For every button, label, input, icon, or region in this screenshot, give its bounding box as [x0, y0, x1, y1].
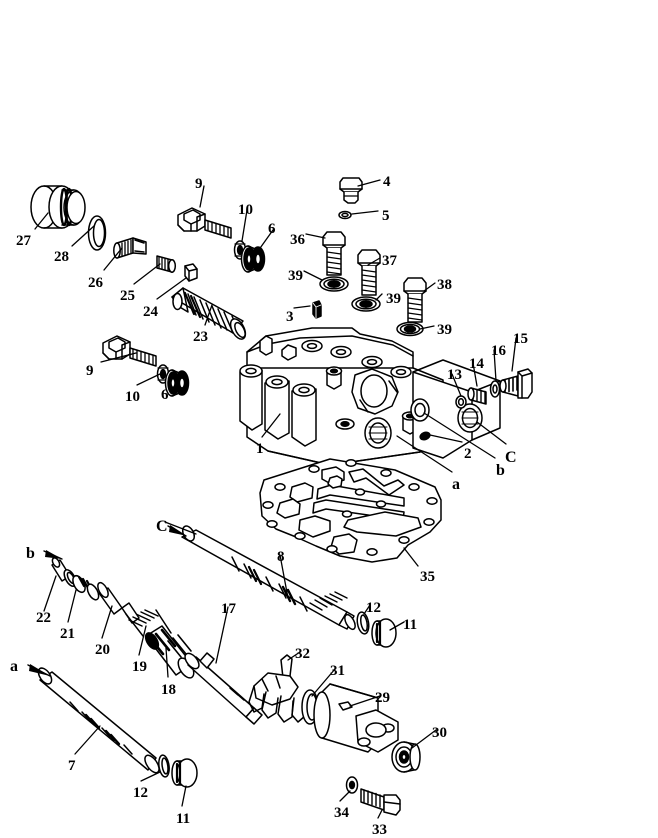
- part-25-retainer: [156, 255, 177, 273]
- callout-a: a: [452, 476, 460, 493]
- part-13-oring: [455, 395, 467, 409]
- part-35-gasket: [259, 458, 442, 563]
- callout-38: 38: [437, 277, 452, 293]
- callout-5: 5: [382, 208, 390, 224]
- callout-32: 32: [295, 646, 310, 662]
- callout-35: 35: [420, 569, 435, 585]
- callout-28: 28: [54, 249, 69, 265]
- callout-33: 33: [372, 822, 387, 838]
- callout-C: C: [156, 518, 168, 535]
- part-17-rod: [184, 652, 263, 725]
- part-11-cap-a: [371, 618, 397, 648]
- callout-12: 12: [133, 785, 148, 801]
- part-14-sleeve: [467, 387, 487, 405]
- part-23-spool: [171, 287, 247, 340]
- callout-13: 13: [447, 367, 462, 383]
- callout-34: 34: [334, 805, 349, 821]
- callout-11: 11: [176, 811, 191, 827]
- callout-b: b: [26, 545, 35, 562]
- callout-23: 23: [193, 329, 208, 345]
- part-19-spring: [125, 609, 172, 637]
- part-27-cap: [30, 185, 86, 229]
- part-37-bolt: [357, 249, 381, 296]
- part-6-lower-bushing: [164, 369, 190, 397]
- part-39-washer-c: [396, 321, 424, 337]
- callout-11: 11: [403, 617, 418, 633]
- callout-26: 26: [88, 275, 103, 291]
- part-9-upper-bracket: [177, 207, 214, 232]
- part-36-bolt: [322, 231, 346, 276]
- part-34-washer: [345, 776, 359, 794]
- callout-16: 16: [491, 343, 506, 359]
- callout-8: 8: [277, 549, 285, 565]
- callout-6: 6: [161, 387, 169, 403]
- callout-10: 10: [238, 202, 253, 218]
- callout-15: 15: [513, 331, 528, 347]
- callout-10: 10: [125, 389, 140, 405]
- callout-4: 4: [383, 174, 391, 190]
- part-33-bolt: [360, 788, 401, 816]
- callout-12: 12: [366, 600, 381, 616]
- part-4-plug: [339, 177, 363, 204]
- part-39-washer-a: [319, 276, 349, 292]
- part-28-oring: [87, 215, 107, 251]
- callout-24: 24: [143, 304, 158, 320]
- part-20-sleeve: [97, 581, 140, 624]
- part-6-upper-bushing: [240, 245, 266, 273]
- callout-29: 29: [375, 690, 390, 706]
- callout-b: b: [496, 462, 505, 479]
- callout-2: 2: [464, 446, 472, 462]
- part-3-pin: [312, 300, 322, 319]
- callout-1: 1: [256, 441, 264, 457]
- callout-27: 27: [16, 233, 31, 249]
- callout-17: 17: [221, 601, 236, 617]
- callout-20: 20: [95, 642, 110, 658]
- part-8-spool: [181, 525, 356, 631]
- part-15-plug: [499, 368, 533, 399]
- callout-36: 36: [290, 232, 305, 248]
- callout-6: 6: [268, 221, 276, 237]
- callout-19: 19: [132, 659, 147, 675]
- part-30-bearing: [391, 741, 421, 773]
- callout-9: 9: [195, 176, 203, 192]
- callout-14: 14: [469, 356, 484, 372]
- part-12-oring-b: [158, 754, 170, 778]
- part-5-oring: [338, 210, 352, 220]
- callout-3: 3: [286, 309, 294, 325]
- part-11-cap-b: [171, 758, 198, 788]
- callout-C: C: [505, 449, 517, 466]
- part-24-nut: [184, 263, 198, 282]
- callout-25: 25: [120, 288, 135, 304]
- callout-39: 39: [437, 322, 452, 338]
- part-18-spring-dark: [144, 625, 195, 679]
- part-38-bolt: [403, 277, 427, 323]
- callout-39: 39: [386, 291, 401, 307]
- part-21-rings: [63, 569, 100, 601]
- part-39-washer-b: [351, 296, 381, 312]
- callout-37: 37: [382, 253, 397, 269]
- callout-22: 22: [36, 610, 51, 626]
- part-1-valve-body: [239, 327, 501, 466]
- callout-7: 7: [68, 758, 76, 774]
- part-16-washer: [489, 380, 501, 398]
- callout-31: 31: [330, 663, 345, 679]
- part-9-lower-bracket: [102, 335, 131, 360]
- callout-9: 9: [86, 363, 94, 379]
- callout-39: 39: [288, 268, 303, 284]
- callout-18: 18: [161, 682, 176, 698]
- part-32-fork: [248, 654, 306, 723]
- part-12-oring-a: [356, 611, 370, 635]
- callout-30: 30: [432, 725, 447, 741]
- callout-a: a: [10, 658, 18, 675]
- callout-21: 21: [60, 626, 75, 642]
- part-9-upper-bolt: [204, 219, 232, 239]
